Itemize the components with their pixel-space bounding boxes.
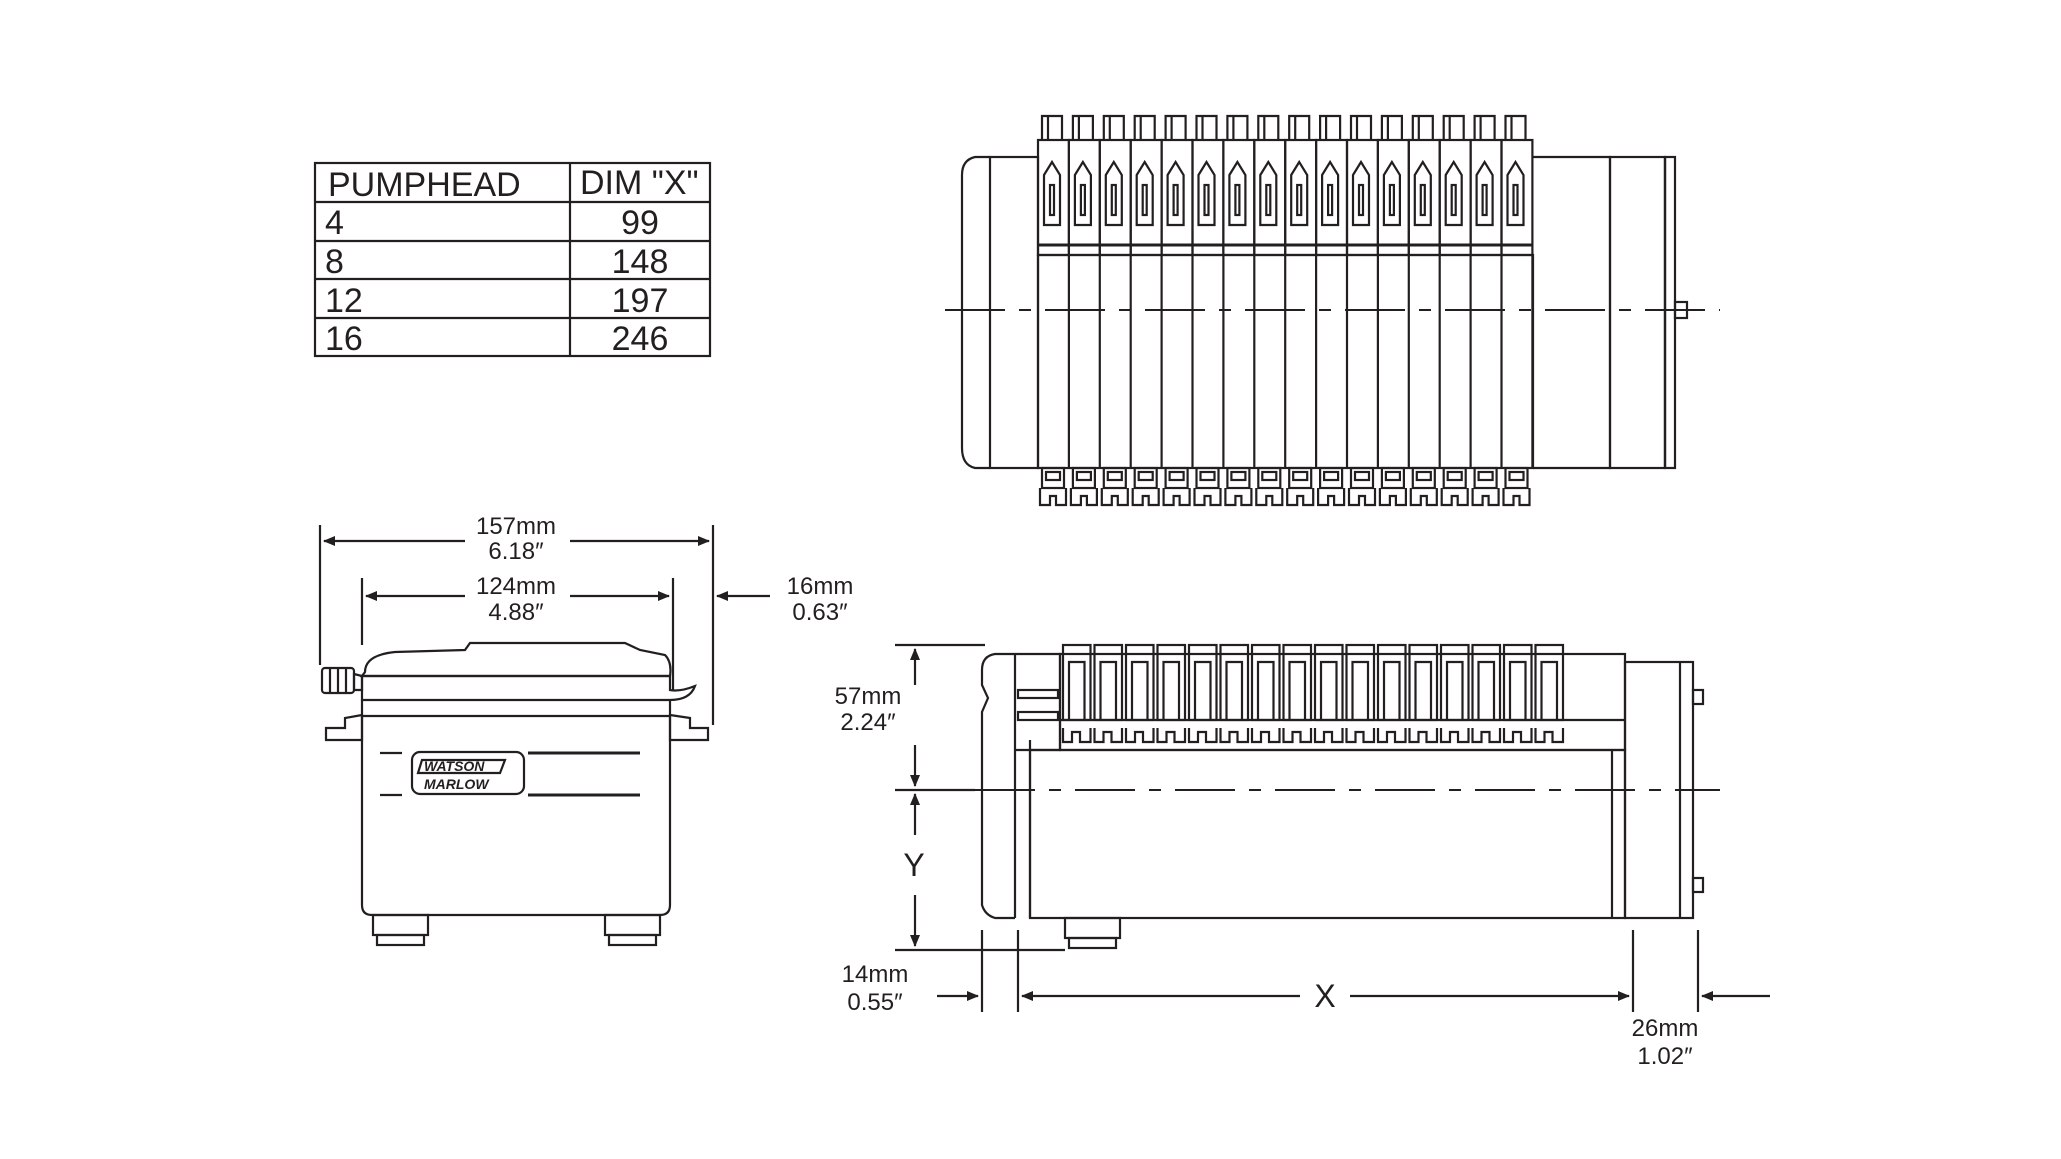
- pumphead-module: [1219, 643, 1250, 744]
- side-view-pumpheads: [1061, 643, 1565, 744]
- pumphead-module: [1187, 643, 1218, 744]
- pumphead-module: [1313, 643, 1344, 744]
- pumphead-module: [1282, 643, 1313, 744]
- table-cell: 148: [612, 243, 669, 281]
- dim-57mm: 57mm: [835, 683, 902, 710]
- table-cell: 197: [612, 282, 669, 320]
- pumphead-module: [1191, 114, 1225, 507]
- pumphead-module: [1345, 114, 1380, 507]
- pumphead-module: [1093, 643, 1124, 744]
- pumphead-module: [1345, 643, 1376, 744]
- pumphead-module: [1098, 114, 1132, 507]
- dim-4-88in: 4.88″: [488, 599, 544, 626]
- dim-0-55in: 0.55″: [847, 989, 903, 1016]
- top-view-pumpheads: [1036, 114, 1534, 507]
- pumphead-module: [1250, 643, 1281, 744]
- table-cell: 246: [612, 320, 669, 358]
- dim-1-02in: 1.02″: [1637, 1043, 1693, 1070]
- pumphead-module: [1067, 114, 1101, 507]
- table-cell: 4: [325, 204, 344, 242]
- pumphead-module: [1534, 643, 1565, 744]
- side-view-pump: [975, 643, 1720, 950]
- dim-124mm: 124mm: [476, 573, 556, 600]
- dim-6-18in: 6.18″: [488, 538, 544, 565]
- table-cell: 12: [325, 282, 363, 320]
- dim-y-label: Y: [903, 847, 924, 883]
- dim-0-63in: 0.63″: [792, 599, 848, 626]
- end-view-dimensions: 157mm 6.18″ 124mm 4.88″ 16mm 0.63″: [318, 513, 854, 725]
- table-header-dim-x: DIM "X": [580, 164, 699, 202]
- pumphead-module: [1376, 114, 1410, 507]
- pumphead-module: [1471, 643, 1502, 744]
- dim-x-label: X: [1314, 978, 1335, 1014]
- table-cell: 8: [325, 243, 344, 281]
- side-view-dimensions: 57mm 2.24″ Y 14mm 0.55″ X 26mm 1.02″: [835, 643, 1770, 1070]
- logo-marlow: MARLOW: [424, 776, 490, 792]
- end-view-pump: WATSON MARLOW: [320, 641, 710, 947]
- logo-watson: WATSON: [424, 758, 485, 774]
- pumphead-dimension-table: PUMPHEAD DIM "X" 4 99 8 148 12 197 16 24…: [313, 161, 712, 358]
- pumphead-module: [1222, 114, 1256, 507]
- pumphead-module: [1439, 643, 1470, 744]
- pumphead-module: [1408, 643, 1439, 744]
- pumphead-module: [1156, 643, 1187, 744]
- pumphead-module: [1469, 114, 1503, 507]
- top-view-pump: [945, 114, 1720, 507]
- pumphead-module: [1502, 643, 1533, 744]
- table-cell: 16: [325, 320, 363, 358]
- dim-2-24in: 2.24″: [840, 709, 896, 736]
- dim-26mm: 26mm: [1632, 1015, 1699, 1042]
- dim-16mm: 16mm: [787, 573, 854, 600]
- pumphead-module: [1124, 643, 1155, 744]
- pumphead-module: [1160, 114, 1194, 507]
- table-header-pumphead: PUMPHEAD: [328, 166, 521, 204]
- pumphead-module: [1061, 643, 1092, 744]
- pumphead-module: [1376, 643, 1407, 744]
- dim-157mm: 157mm: [476, 513, 556, 540]
- dim-14mm: 14mm: [842, 961, 909, 988]
- pumphead-module: [1500, 114, 1534, 507]
- table-cell: 99: [621, 204, 659, 242]
